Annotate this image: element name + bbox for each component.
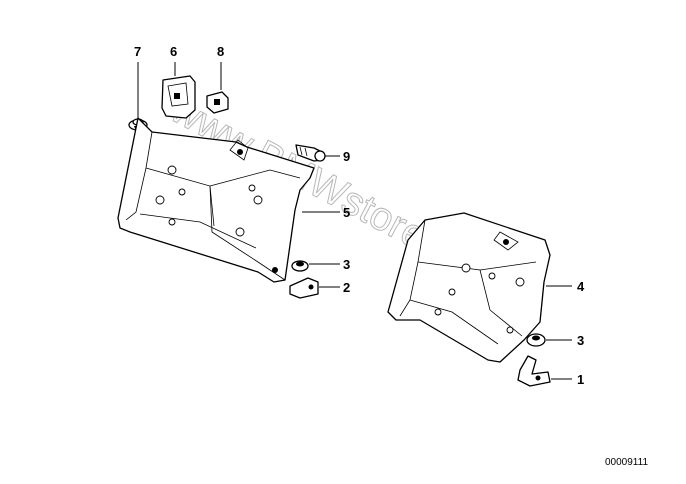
part-3-nut-upper: [291, 260, 340, 272]
part-1-bracket: [517, 355, 572, 387]
part-9-bolt: [295, 144, 340, 162]
part-2-bracket: [289, 277, 340, 299]
drawing-code: 00009111: [605, 457, 648, 468]
part-8-nut: [206, 62, 229, 114]
callout-1: 1: [577, 372, 584, 387]
callout-4: 4: [577, 279, 585, 294]
callout-6: 6: [170, 44, 177, 59]
callout-8: 8: [217, 44, 224, 59]
callout-2: 2: [343, 280, 350, 295]
callout-5: 5: [343, 205, 350, 220]
part-5-bracket: [117, 117, 340, 283]
part-3-nut-lower: [526, 333, 572, 347]
callout-7: 7: [134, 44, 141, 59]
part-6-clip: [161, 62, 196, 119]
callout-3-upper: 3: [343, 257, 350, 272]
callout-9: 9: [343, 149, 350, 164]
part-4-bracket: [387, 212, 572, 363]
callout-3-lower: 3: [577, 333, 584, 348]
